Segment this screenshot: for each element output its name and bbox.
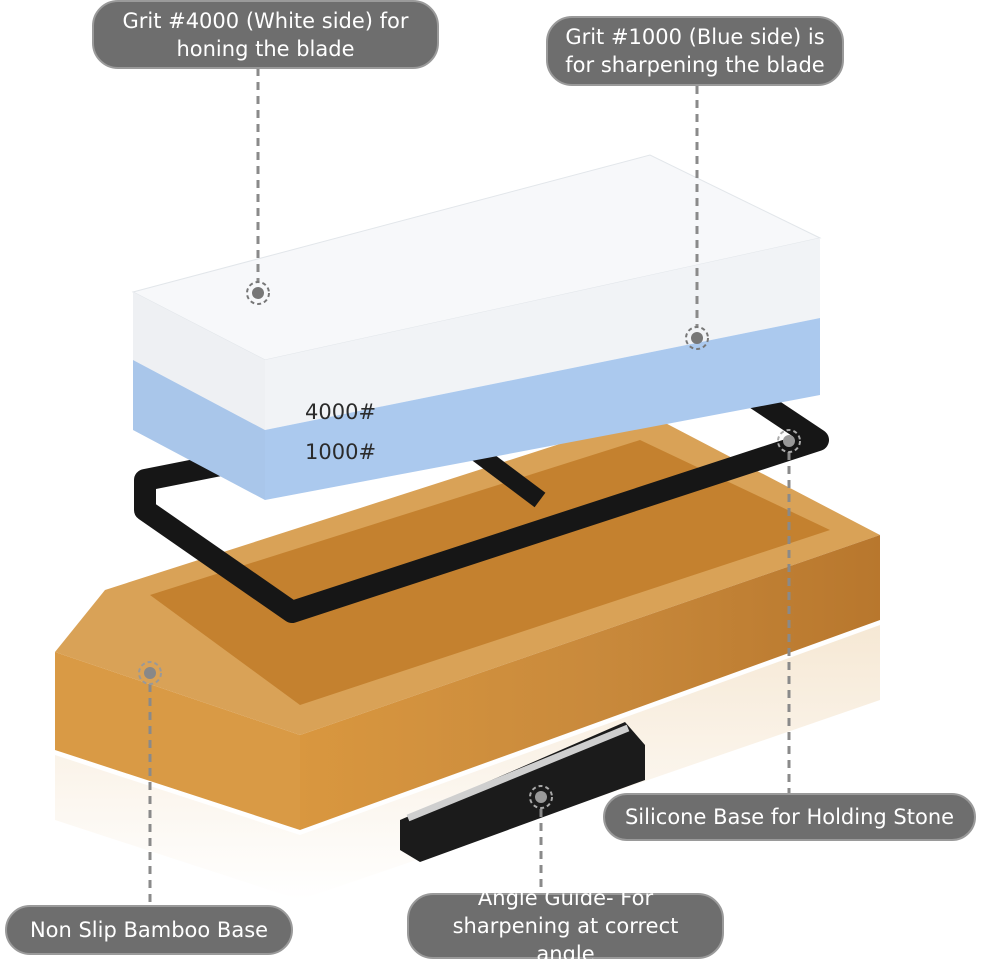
angle-guide xyxy=(400,722,645,862)
whetstone xyxy=(131,154,822,500)
leader-lines xyxy=(148,68,791,905)
callout-blue-side: Grit #1000 (Blue side) is for sharpening… xyxy=(546,16,844,86)
marker-angle xyxy=(529,785,553,809)
callout-silicone: Silicone Base for Holding Stone xyxy=(603,793,976,841)
callout-bamboo: Non Slip Bamboo Base xyxy=(5,905,293,955)
marker-bamboo xyxy=(138,661,162,685)
marker-silicone xyxy=(777,429,801,453)
marker-blue xyxy=(685,326,709,350)
bamboo-reflection xyxy=(55,625,880,900)
marker-white xyxy=(246,281,270,305)
marker-dots xyxy=(138,281,801,809)
callout-angle-guide: Angle Guide- For sharpening at correct a… xyxy=(407,886,724,961)
grit-1000-label: 1000# xyxy=(305,440,377,464)
callout-white-side: Grit #4000 (White side) for honing the b… xyxy=(92,0,439,69)
grit-4000-label: 4000# xyxy=(305,400,377,424)
